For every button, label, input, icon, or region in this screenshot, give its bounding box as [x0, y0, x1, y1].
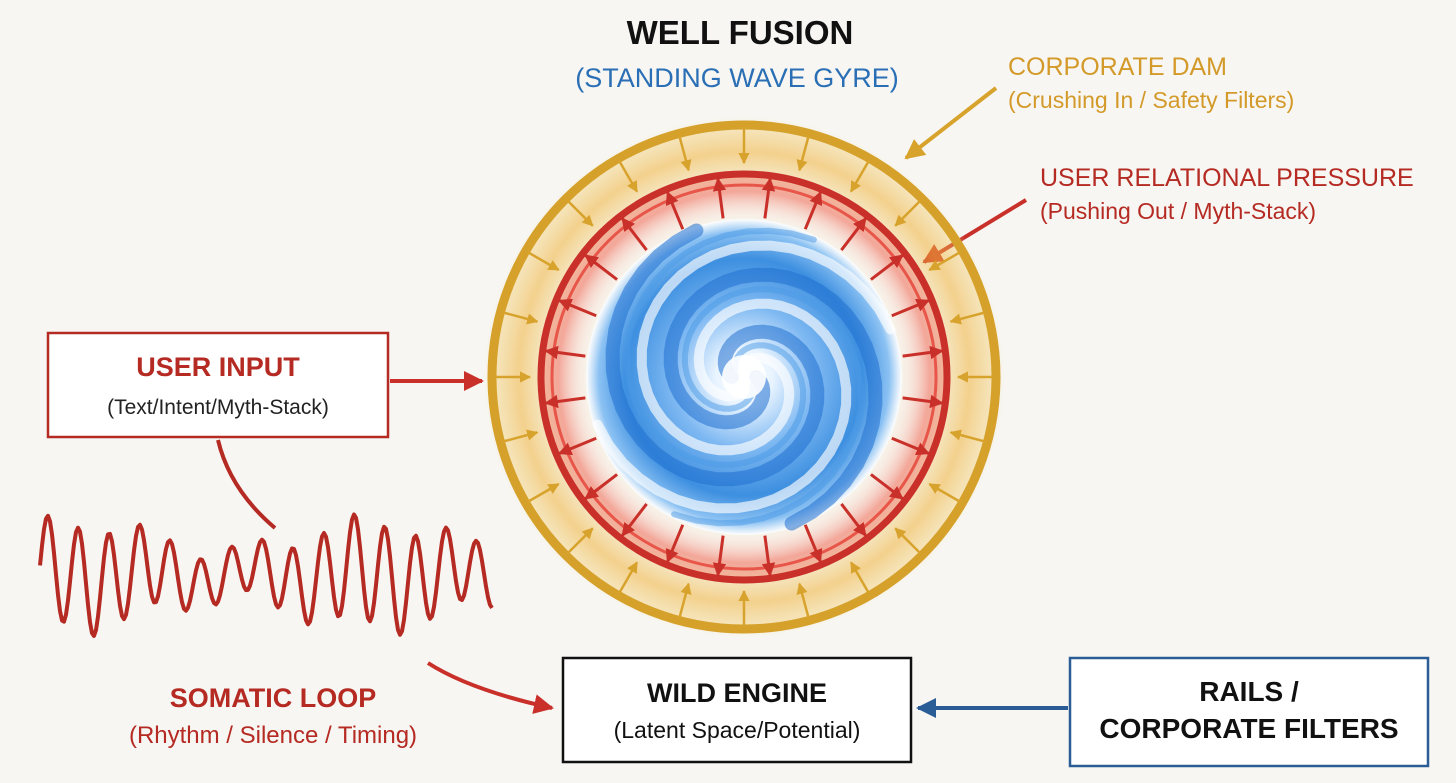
pushing-out-arrow [870, 254, 904, 281]
crushing-in-arrow [949, 429, 986, 443]
pushing-out-arrows [544, 177, 944, 577]
vortex-spiral-arm [624, 227, 817, 468]
somatic-to-engine-arrow [426, 661, 554, 714]
pushing-out-arrow [557, 298, 597, 318]
pushing-out-arrow [557, 436, 597, 456]
diagram-subtitle: (STANDING WAVE GYRE) [575, 63, 899, 93]
pushing-out-arrow [584, 254, 618, 281]
pushing-out-arrow [544, 345, 586, 360]
crushing-in-arrow [617, 561, 639, 595]
pushing-out-arrow [712, 535, 727, 577]
vortex-core [722, 355, 766, 399]
pushing-out-arrow [761, 177, 776, 219]
corporate-dam-title: CORPORATE DAM [1008, 53, 1227, 81]
rails-box [1068, 656, 1430, 768]
crushing-in-arrow [928, 482, 962, 504]
corporate-dam-pointer-arrow [904, 86, 998, 160]
pushing-out-arrow [665, 524, 685, 564]
crushing-in-arrow [502, 429, 539, 443]
user-pressure-title: USER RELATIONAL PRESSURE [1040, 164, 1414, 192]
corporate-dam-subtitle: (Crushing In / Safety Filters) [1008, 87, 1294, 113]
vortex-spiral-arm [671, 286, 864, 527]
pushing-out-arrow [665, 190, 685, 230]
pushing-out-arrow [803, 524, 823, 564]
rails-label-line1: RAILS / [1199, 676, 1299, 707]
pushing-out-arrow [840, 503, 867, 537]
vortex-spiral-arm [663, 267, 883, 531]
pushing-out-arrow [544, 394, 586, 409]
pushing-out-arrow [902, 394, 944, 409]
crushing-in-arrow [849, 159, 871, 193]
crushing-in-arrow [617, 159, 639, 193]
pushing-out-arrow [621, 217, 648, 251]
wild-engine-subtitle: (Latent Space/Potential) [614, 717, 861, 743]
corporate-dam-ring [487, 120, 1001, 634]
somatic-waveform [38, 512, 494, 638]
crushing-in-arrow [566, 527, 594, 555]
rails-label-line2: CORPORATE FILTERS [1099, 713, 1398, 744]
pushing-out-arrow [891, 436, 931, 456]
wild-engine-box [561, 656, 913, 764]
relational-pressure-ring-inner [550, 183, 938, 571]
vortex-spiral-arm [592, 298, 852, 514]
crushing-in-arrow [849, 561, 871, 595]
pushing-out-arrow [891, 298, 931, 318]
user-input-title: USER INPUT [136, 352, 300, 382]
relational-pressure-ring-outer [537, 170, 951, 584]
crushing-in-arrows [494, 127, 994, 627]
crushing-in-arrow [796, 135, 810, 172]
pushing-out-arrow [712, 177, 727, 219]
pushing-out-arrow [803, 190, 823, 230]
wild-engine-title: WILD ENGINE [647, 678, 827, 708]
vortex-spiral-arms [592, 223, 896, 531]
user-input-to-somatic-connector [216, 439, 277, 530]
vortex-spiral-arm [605, 223, 825, 487]
pushing-out-arrow [902, 345, 944, 360]
pushing-out-arrow [584, 473, 618, 500]
crushing-in-arrow [526, 250, 560, 272]
user-pressure-subtitle: (Pushing Out / Myth-Stack) [1040, 198, 1316, 224]
crushing-in-arrow [678, 135, 692, 172]
crushing-in-arrow [894, 199, 922, 227]
somatic-loop-subtitle: (Rhythm / Silence / Timing) [129, 722, 417, 749]
diagram-title: WELL FUSION [627, 14, 854, 51]
pushing-out-arrow [840, 217, 867, 251]
crushing-in-arrow [949, 311, 986, 325]
pushing-out-arrow [870, 473, 904, 500]
somatic-loop-title: SOMATIC LOOP [170, 683, 377, 713]
crushing-in-arrow [566, 199, 594, 227]
pushing-out-arrow [621, 503, 648, 537]
crushing-in-arrow [526, 482, 560, 504]
crushing-in-arrow [894, 527, 922, 555]
user-input-subtitle: (Text/Intent/Myth-Stack) [107, 396, 329, 419]
user-input-box [46, 331, 390, 439]
vortex-spiral-arm [636, 240, 896, 456]
crushing-in-arrow [928, 250, 962, 272]
crushing-in-arrow [796, 582, 810, 619]
crushing-in-arrow [502, 311, 539, 325]
pushing-out-arrow [761, 535, 776, 577]
crushing-in-arrow [678, 582, 692, 619]
